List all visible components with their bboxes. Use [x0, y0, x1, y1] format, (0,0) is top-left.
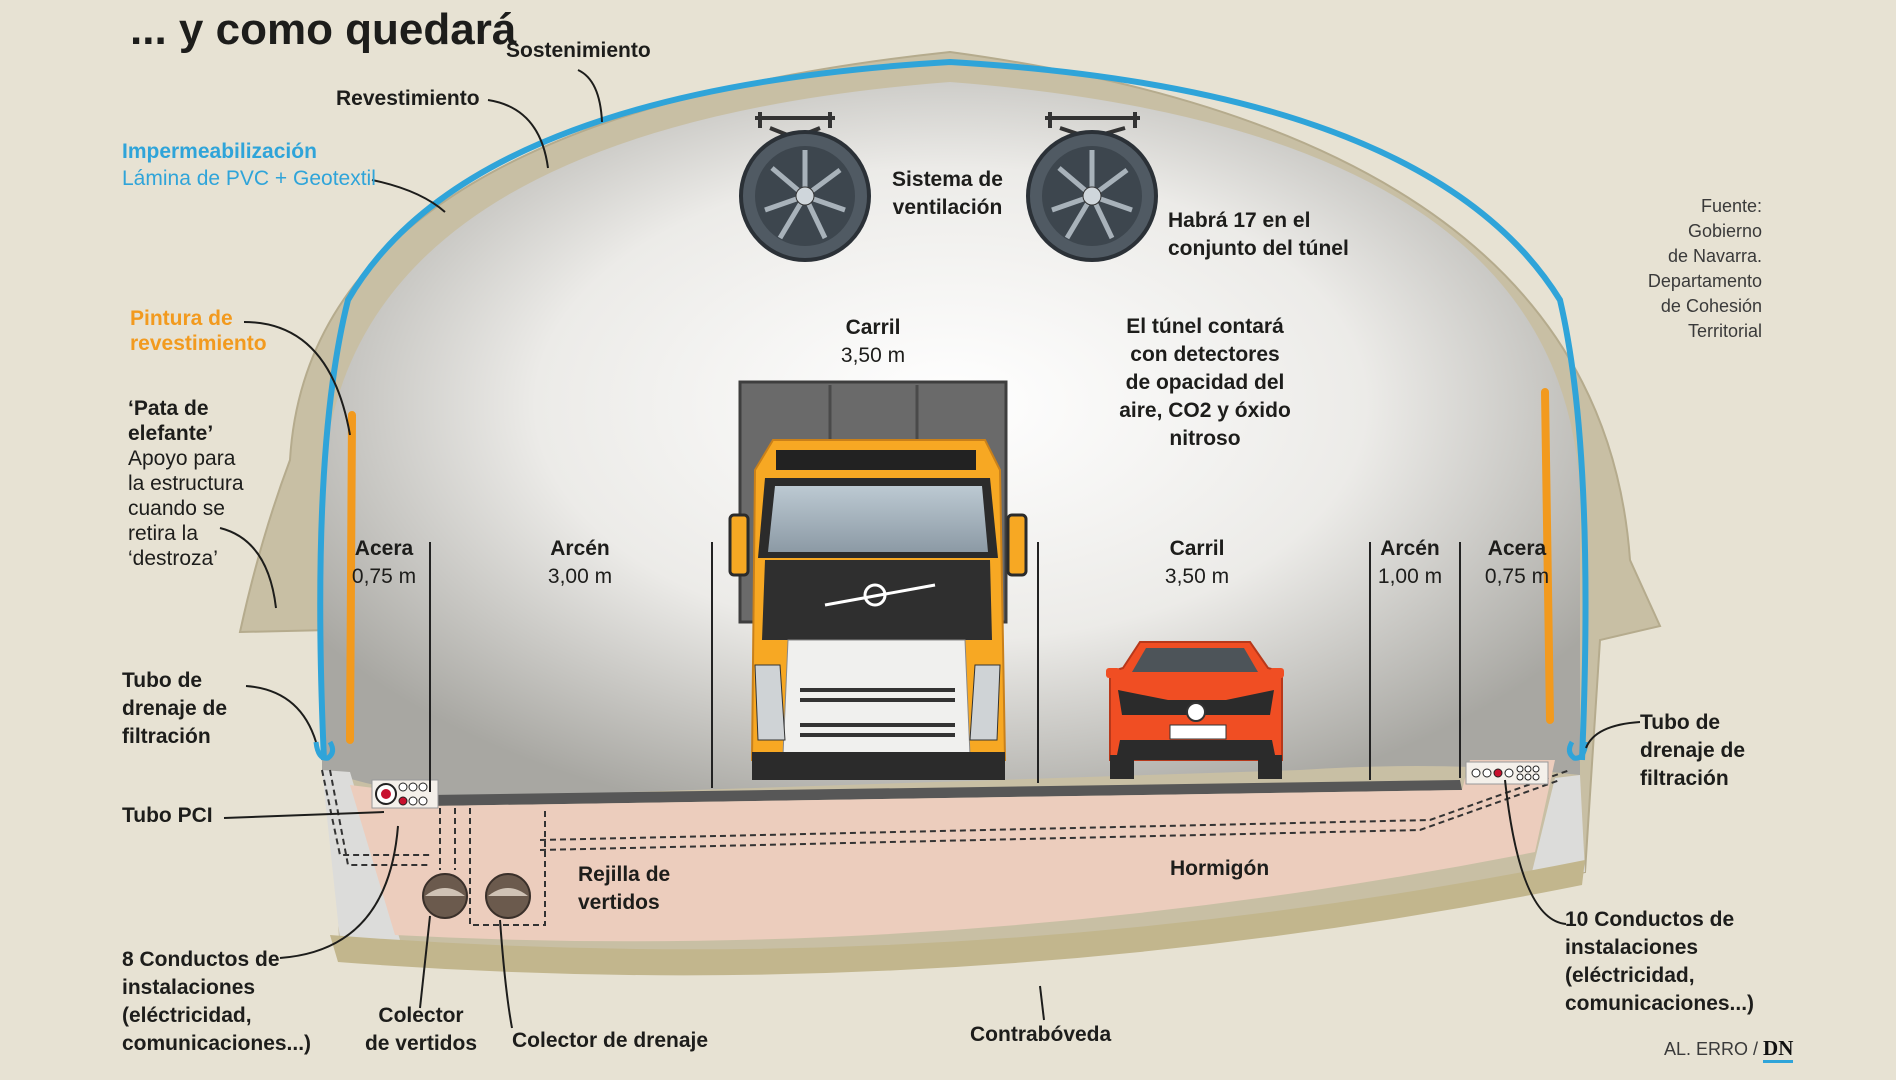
label-conductos-8: 8 Conductos de instalaciones (eléctricid… [122, 948, 312, 1055]
label-habra17: Habrá 17 en el conjunto del túnel [1168, 209, 1349, 260]
label-revestimiento: Revestimiento [336, 87, 480, 110]
label-sistema-ventilacion: Sistema de ventilación [892, 168, 1003, 219]
waterproofing-membrane [317, 58, 1589, 761]
dimension-acera-left: Acera 0,75 m [351, 537, 417, 588]
dashed-conduit-left2 [329, 769, 430, 866]
leader-lines [219, 69, 1641, 1029]
dashed-conduit-main2 [539, 769, 1571, 841]
dashed-conduit-main [539, 779, 1561, 851]
dimension-arcen-right: Arcén 1,00 m [1377, 537, 1443, 588]
label-pintura: Pintura de revestimiento [130, 307, 267, 355]
label-hormigon: Hormigón [1170, 857, 1270, 880]
ventilation-fan-left [739, 112, 871, 262]
label-colector-vertidos: Colector de vertidos [364, 1004, 478, 1055]
dimension-acera-right: Acera 0,75 m [1484, 537, 1550, 588]
label-contraboveda: Contrabóveda [970, 1023, 1112, 1046]
label-detectores: El túnel contará con detectores de opaci… [1119, 315, 1291, 450]
diagram-title: ... y como quedará [130, 5, 517, 54]
label-sostenimiento: Sostenimiento [506, 39, 651, 62]
colector-vertidos-pipe [422, 873, 468, 919]
conduits-right [1465, 761, 1549, 785]
conduits-left [371, 779, 439, 809]
drain-hook-left [313, 740, 336, 761]
lane-dividers [429, 542, 1461, 792]
sidewalk-right [1530, 775, 1585, 880]
credit-text: AL. ERRO / [1664, 1039, 1759, 1059]
contraboveda-band [330, 860, 1585, 976]
car [1106, 641, 1284, 779]
paint-strip-right [1541, 388, 1554, 724]
label-pata-elefante: ‘Pata de elefante’ Apoyo para la estruct… [128, 397, 244, 570]
drain-hook-right [1566, 740, 1589, 761]
label-tubo-pci: Tubo PCI [122, 804, 213, 827]
ventilation-fan-right [1026, 112, 1158, 262]
dimension-carril-car: Carril 3,50 m [1164, 537, 1230, 588]
truck [728, 380, 1028, 780]
source-note: Fuente: Gobierno de Navarra. Departament… [1647, 196, 1762, 341]
road-surface [430, 780, 1462, 806]
credit: AL. ERRO / DN [1664, 1036, 1794, 1063]
label-impermeabilizacion: Impermeabilización [122, 140, 317, 163]
label-tubo-drenaje-left: Tubo de drenaje de filtración [122, 669, 228, 748]
colector-drenaje-pipe [485, 873, 531, 919]
dimension-arcen-left: Arcén 3,00 m [547, 537, 613, 588]
label-conductos-10: 10 Conductos de instalaciones (eléctrici… [1565, 908, 1755, 1015]
hormigon-concrete [350, 760, 1555, 942]
label-colector-drenaje: Colector de drenaje [512, 1029, 709, 1052]
publication-logo: DN [1763, 1036, 1794, 1063]
label-lamina-pvc: Lámina de PVC + Geotextil [122, 167, 376, 190]
dashed-riser [439, 808, 456, 870]
dimension-carril-truck: Carril 3,50 m [840, 316, 906, 367]
label-tubo-drenaje-right: Tubo de drenaje de filtración [1640, 711, 1746, 790]
label-rejilla: Rejilla de vertidos [578, 863, 671, 914]
dashed-grate-box [469, 808, 546, 926]
paint-strip-left [346, 411, 356, 744]
